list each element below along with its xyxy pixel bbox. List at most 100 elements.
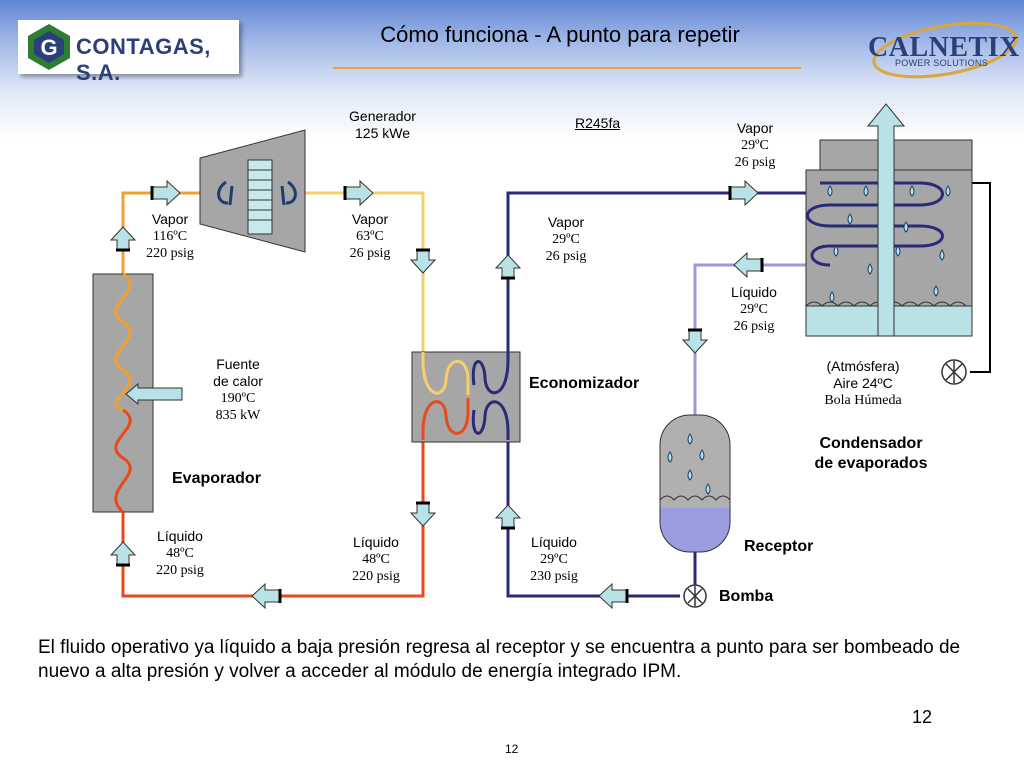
vapor-evap-out-name: Vapor [151,211,189,227]
pipe-fan [970,182,991,373]
arrow-pump-out [598,582,628,610]
evaporator-coil-cold [114,408,132,514]
arrow-cond-liquid-out [733,251,763,279]
receiver [659,414,731,553]
pipe-econ-vapor [506,191,820,355]
economizer-coil-hot [421,398,470,440]
heat-source-line1: Fuente [216,356,260,372]
receiver-droplets [667,433,711,495]
heat-source-temp: 190ºC [220,391,256,406]
vapor-top-right-pressure: 26 psig [734,155,776,170]
arrow-evap-liquid-up [109,541,137,566]
arrow-econ-liquid-down [409,502,437,527]
arrow-liquid-to-evap [251,582,281,610]
generator-line1: Generador [349,108,416,124]
condenser-coil [806,181,944,267]
calnetix-logo: CALNETIX [868,32,1020,63]
heat-source-arrow [125,382,183,406]
condenser-name-line2: de evaporados [814,455,928,472]
condenser-exhaust-arrow [866,103,906,337]
economizer-coil-blue-top [471,352,510,395]
liquid-pump-out-temp: 29ºC [540,552,568,567]
liquid-econ-out-label: Líquido 48ºC 220 psig [339,534,413,585]
water-droplets [827,185,951,303]
atmosphere-label: (Atmósfera) Aire 24ºC Bola Húmeda [808,358,918,409]
liquid-evap-in-temp: 48ºC [166,546,194,561]
arrow-receiver-in-down [681,329,709,354]
evaporator-coil-hot [114,272,132,412]
vapor-econ-out-pressure: 26 psig [545,249,587,264]
vapor-evap-out-label: Vapor 116ºC 220 psig [135,211,205,262]
atmosphere-line1: (Atmósfera) [826,358,900,374]
economizer-coil-warm [421,352,470,395]
arrow-turbine-line-down [409,249,437,274]
turbine-swirl-right [280,180,297,206]
vapor-econ-out-label: Vapor 29ºC 26 psig [530,214,602,265]
condenser-name: Condensador de evaporados [790,434,952,474]
receiver-waves [659,495,731,501]
vapor-top-right-label: Vapor 29ºC 26 psig [715,120,795,171]
generator-line2: 125 kWe [355,125,410,141]
vapor-turbine-out-label: Vapor 63ºC 26 psig [335,211,405,262]
page-number: 12 [912,707,933,727]
turbine-blades [247,159,273,235]
svg-text:G: G [40,35,57,60]
calnetix-logo-sub: POWER SOLUTIONS [895,58,989,68]
page-title: Cómo funciona - A punto para repetir [380,22,740,47]
liquid-econ-out-temp: 48ºC [362,552,390,567]
economizer-name: Economizador [529,375,640,392]
liquid-econ-out-pressure: 220 psig [352,569,400,584]
atmosphere-line3: Bola Húmeda [824,393,902,408]
liquid-pump-out-label: Líquido 29ºC 230 psig [517,534,591,585]
arrow-back-bars [116,186,764,603]
liquid-cond-out-name: Líquido [731,284,777,300]
arrow-evap-to-turbine [151,179,181,207]
liquid-pump-out-pressure: 230 psig [530,569,578,584]
vapor-evap-out-pressure: 220 psig [146,246,194,261]
heat-source-label: Fuente de calor 190ºC 835 kW [200,356,276,424]
vapor-econ-out-name: Vapor [547,214,585,230]
refrigerant-label: R245fa [575,115,621,131]
liquid-cond-out-label: Líquido 29ºC 26 psig [718,284,790,335]
arrow-pump-line-up [494,504,522,529]
flow-arrows [109,179,763,610]
arrow-econ-vapor-up [494,254,522,279]
condenser-name-line1: Condensador [819,435,923,452]
heat-source-power: 835 kW [215,408,261,423]
liquid-pump-out-name: Líquido [531,534,577,550]
heat-source-line2: de calor [213,373,263,389]
generator-label: Generador 125 kWe [335,108,430,142]
economizer-coil-blue-bottom [471,400,510,440]
vapor-top-right-temp: 29ºC [741,138,769,153]
receiver-name: Receptor [744,538,814,555]
evaporator-name: Evaporador [172,470,261,487]
atmosphere-line2: Aire 24ºC [833,375,893,391]
arrow-evap-vapor-up [109,226,137,251]
pipe-cond-liquid [693,263,808,415]
liquid-evap-in-name: Líquido [157,528,203,544]
condenser-top [819,139,973,171]
liquid-evap-in-label: Líquido 48ºC 220 psig [143,528,217,579]
pipe-turbine-out [300,191,425,355]
turbine-swirl-left [217,180,234,206]
description-text: El fluido operativo ya líquido a baja pr… [38,637,961,682]
vapor-evap-out-temp: 116ºC [152,229,188,244]
vapor-turbine-out-temp: 63ºC [356,229,384,244]
vapor-turbine-out-pressure: 26 psig [349,246,391,261]
arrow-turbine-out [344,179,374,207]
liquid-evap-in-pressure: 220 psig [156,563,204,578]
liquid-econ-out-name: Líquido [353,534,399,550]
liquid-cond-out-temp: 29ºC [740,302,768,317]
title-underline [333,67,801,69]
contagas-logo-mark: G [28,24,70,70]
vapor-econ-out-temp: 29ºC [552,232,580,247]
contagas-logo: G CONTAGAS, S.A. [18,20,239,85]
liquid-cond-out-pressure: 26 psig [733,319,775,334]
page-number-footer: 12 [505,742,519,756]
contagas-logo-text: CONTAGAS, S.A. [76,34,211,85]
vapor-top-right-name: Vapor [736,120,774,136]
pump-name: Bomba [719,588,774,605]
vapor-turbine-out-name: Vapor [351,211,389,227]
arrow-to-condenser [729,179,759,207]
